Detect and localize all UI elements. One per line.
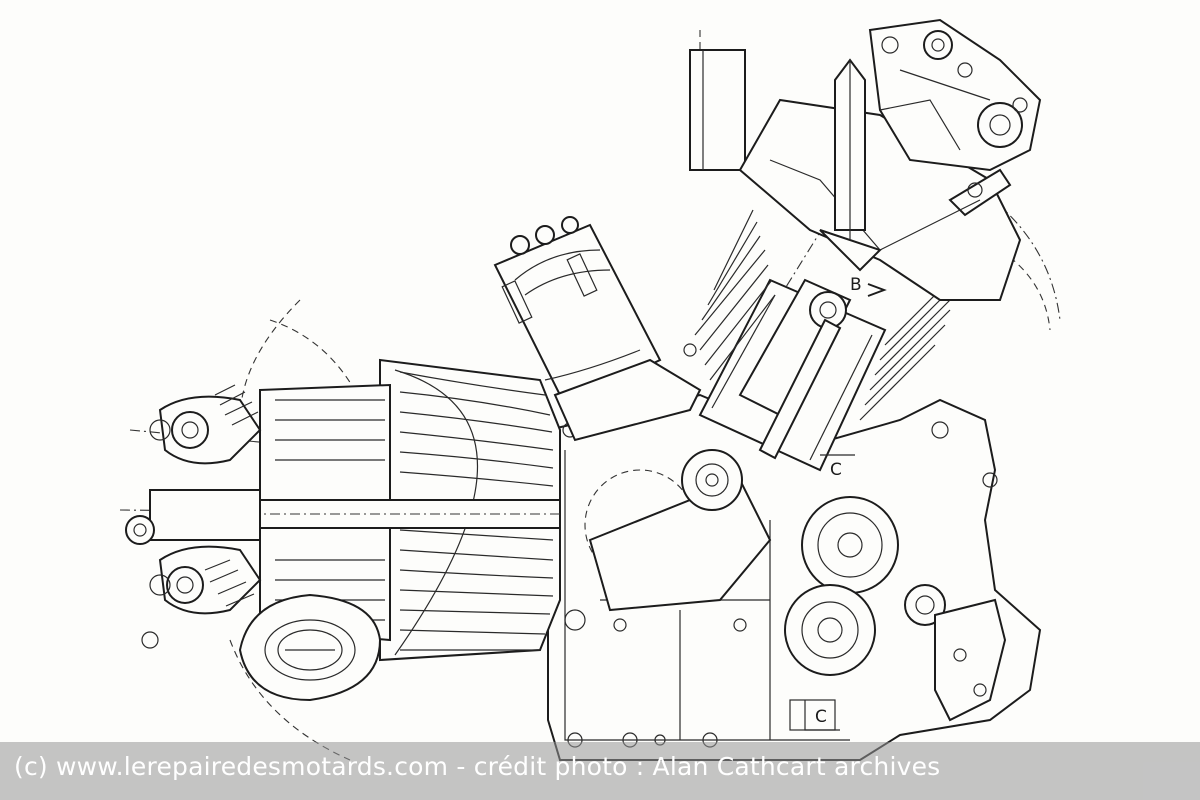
exhaust-flange — [238, 593, 382, 702]
watermark-caption: (c) www.lerepairedesmotards.com - crédit… — [14, 752, 941, 781]
frame-tube — [689, 49, 746, 171]
side-plate — [934, 598, 1007, 722]
front-cylinder — [125, 358, 561, 662]
cylinder-head — [738, 18, 1042, 301]
section-label-b: B — [850, 275, 862, 295]
rear-cylinder — [694, 209, 966, 472]
carburettor — [493, 216, 702, 442]
section-labels: B C C — [804, 275, 887, 731]
crankshaft — [584, 449, 772, 612]
section-label-c-upper: C — [830, 460, 842, 480]
section-label-c-lower: C — [815, 707, 827, 727]
front-head — [141, 384, 262, 649]
caption-band — [0, 742, 1200, 800]
